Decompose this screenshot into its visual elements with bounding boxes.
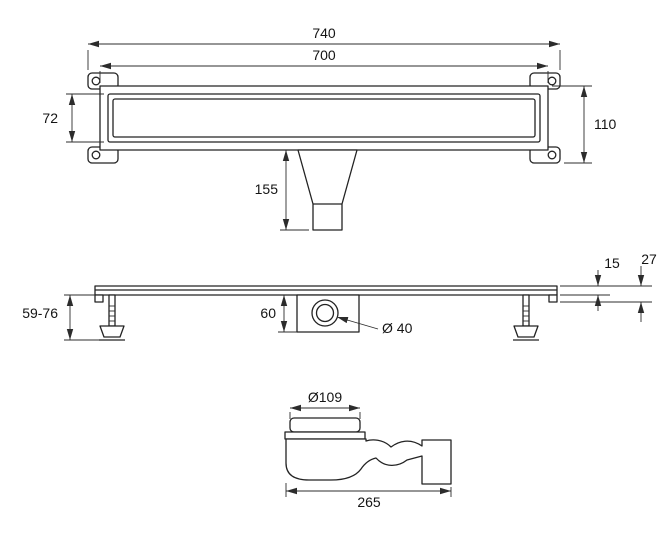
dim-feet-range: 59-76 (22, 294, 99, 341)
dim-grate-height-label: 72 (42, 110, 58, 126)
dim-outlet-drop: 155 (255, 150, 309, 231)
dim-trap-height: 60 (260, 295, 297, 333)
dim-grate-width: 700 (99, 47, 549, 83)
dim-overall-width-label: 740 (312, 25, 336, 41)
dim-outlet-diameter-label: Ø 40 (382, 320, 413, 336)
dim-feet-range-label: 59-76 (22, 305, 58, 321)
channel-end-lip-right (548, 294, 558, 303)
side-view: 15 27 59-76 60 Ø 40 (22, 251, 657, 341)
siphon-housing (285, 438, 452, 485)
dim-body-height-label: 110 (594, 116, 617, 132)
top-view: 740 700 72 110 155 (42, 25, 617, 231)
dim-grate-thickness: 15 (594, 255, 620, 311)
dim-outlet-drop-label: 155 (255, 181, 279, 197)
outlet-circle-outer (311, 299, 339, 327)
mounting-tab-bottom-left (87, 146, 119, 164)
drain-body (99, 85, 549, 151)
screw-hole (547, 76, 557, 86)
grate-frame (107, 93, 541, 143)
dim-edge-height: 27 (637, 251, 657, 322)
dim-grate-thickness-label: 15 (604, 255, 620, 271)
grate-panel (112, 98, 536, 138)
dim-trap-height-label: 60 (260, 305, 276, 321)
siphon-trap-body (284, 417, 452, 485)
siphon-cap (289, 417, 361, 433)
dim-cap-diameter-label: Ø109 (308, 389, 342, 405)
mounting-tab-bottom-right (529, 146, 561, 164)
dim-outlet-diameter: Ø 40 (336, 316, 413, 336)
channel-end-lip-left (94, 294, 104, 303)
outlet-circle-inner (315, 303, 335, 323)
dim-siphon-length-label: 265 (357, 494, 381, 510)
dim-siphon-length: 265 (285, 483, 452, 510)
leveling-foot-right (513, 294, 539, 341)
mounting-tab-top-right (529, 72, 561, 90)
dim-cap-diameter: Ø109 (289, 389, 361, 419)
dim-grate-height: 72 (42, 93, 104, 143)
screw-hole (91, 150, 101, 160)
drain-trap (296, 294, 360, 333)
screw-hole (547, 150, 557, 160)
leveling-foot-left (99, 294, 125, 341)
dim-overall-width: 740 (87, 25, 561, 70)
siphon-flange (284, 431, 366, 440)
screw-hole (91, 76, 101, 86)
dim-body-height: 110 (552, 85, 617, 164)
outlet-funnel (297, 149, 358, 231)
dim-edge-height-label: 27 (641, 251, 657, 267)
dim-grate-width-label: 700 (312, 47, 336, 63)
siphon-view: Ø109 265 (284, 389, 452, 510)
